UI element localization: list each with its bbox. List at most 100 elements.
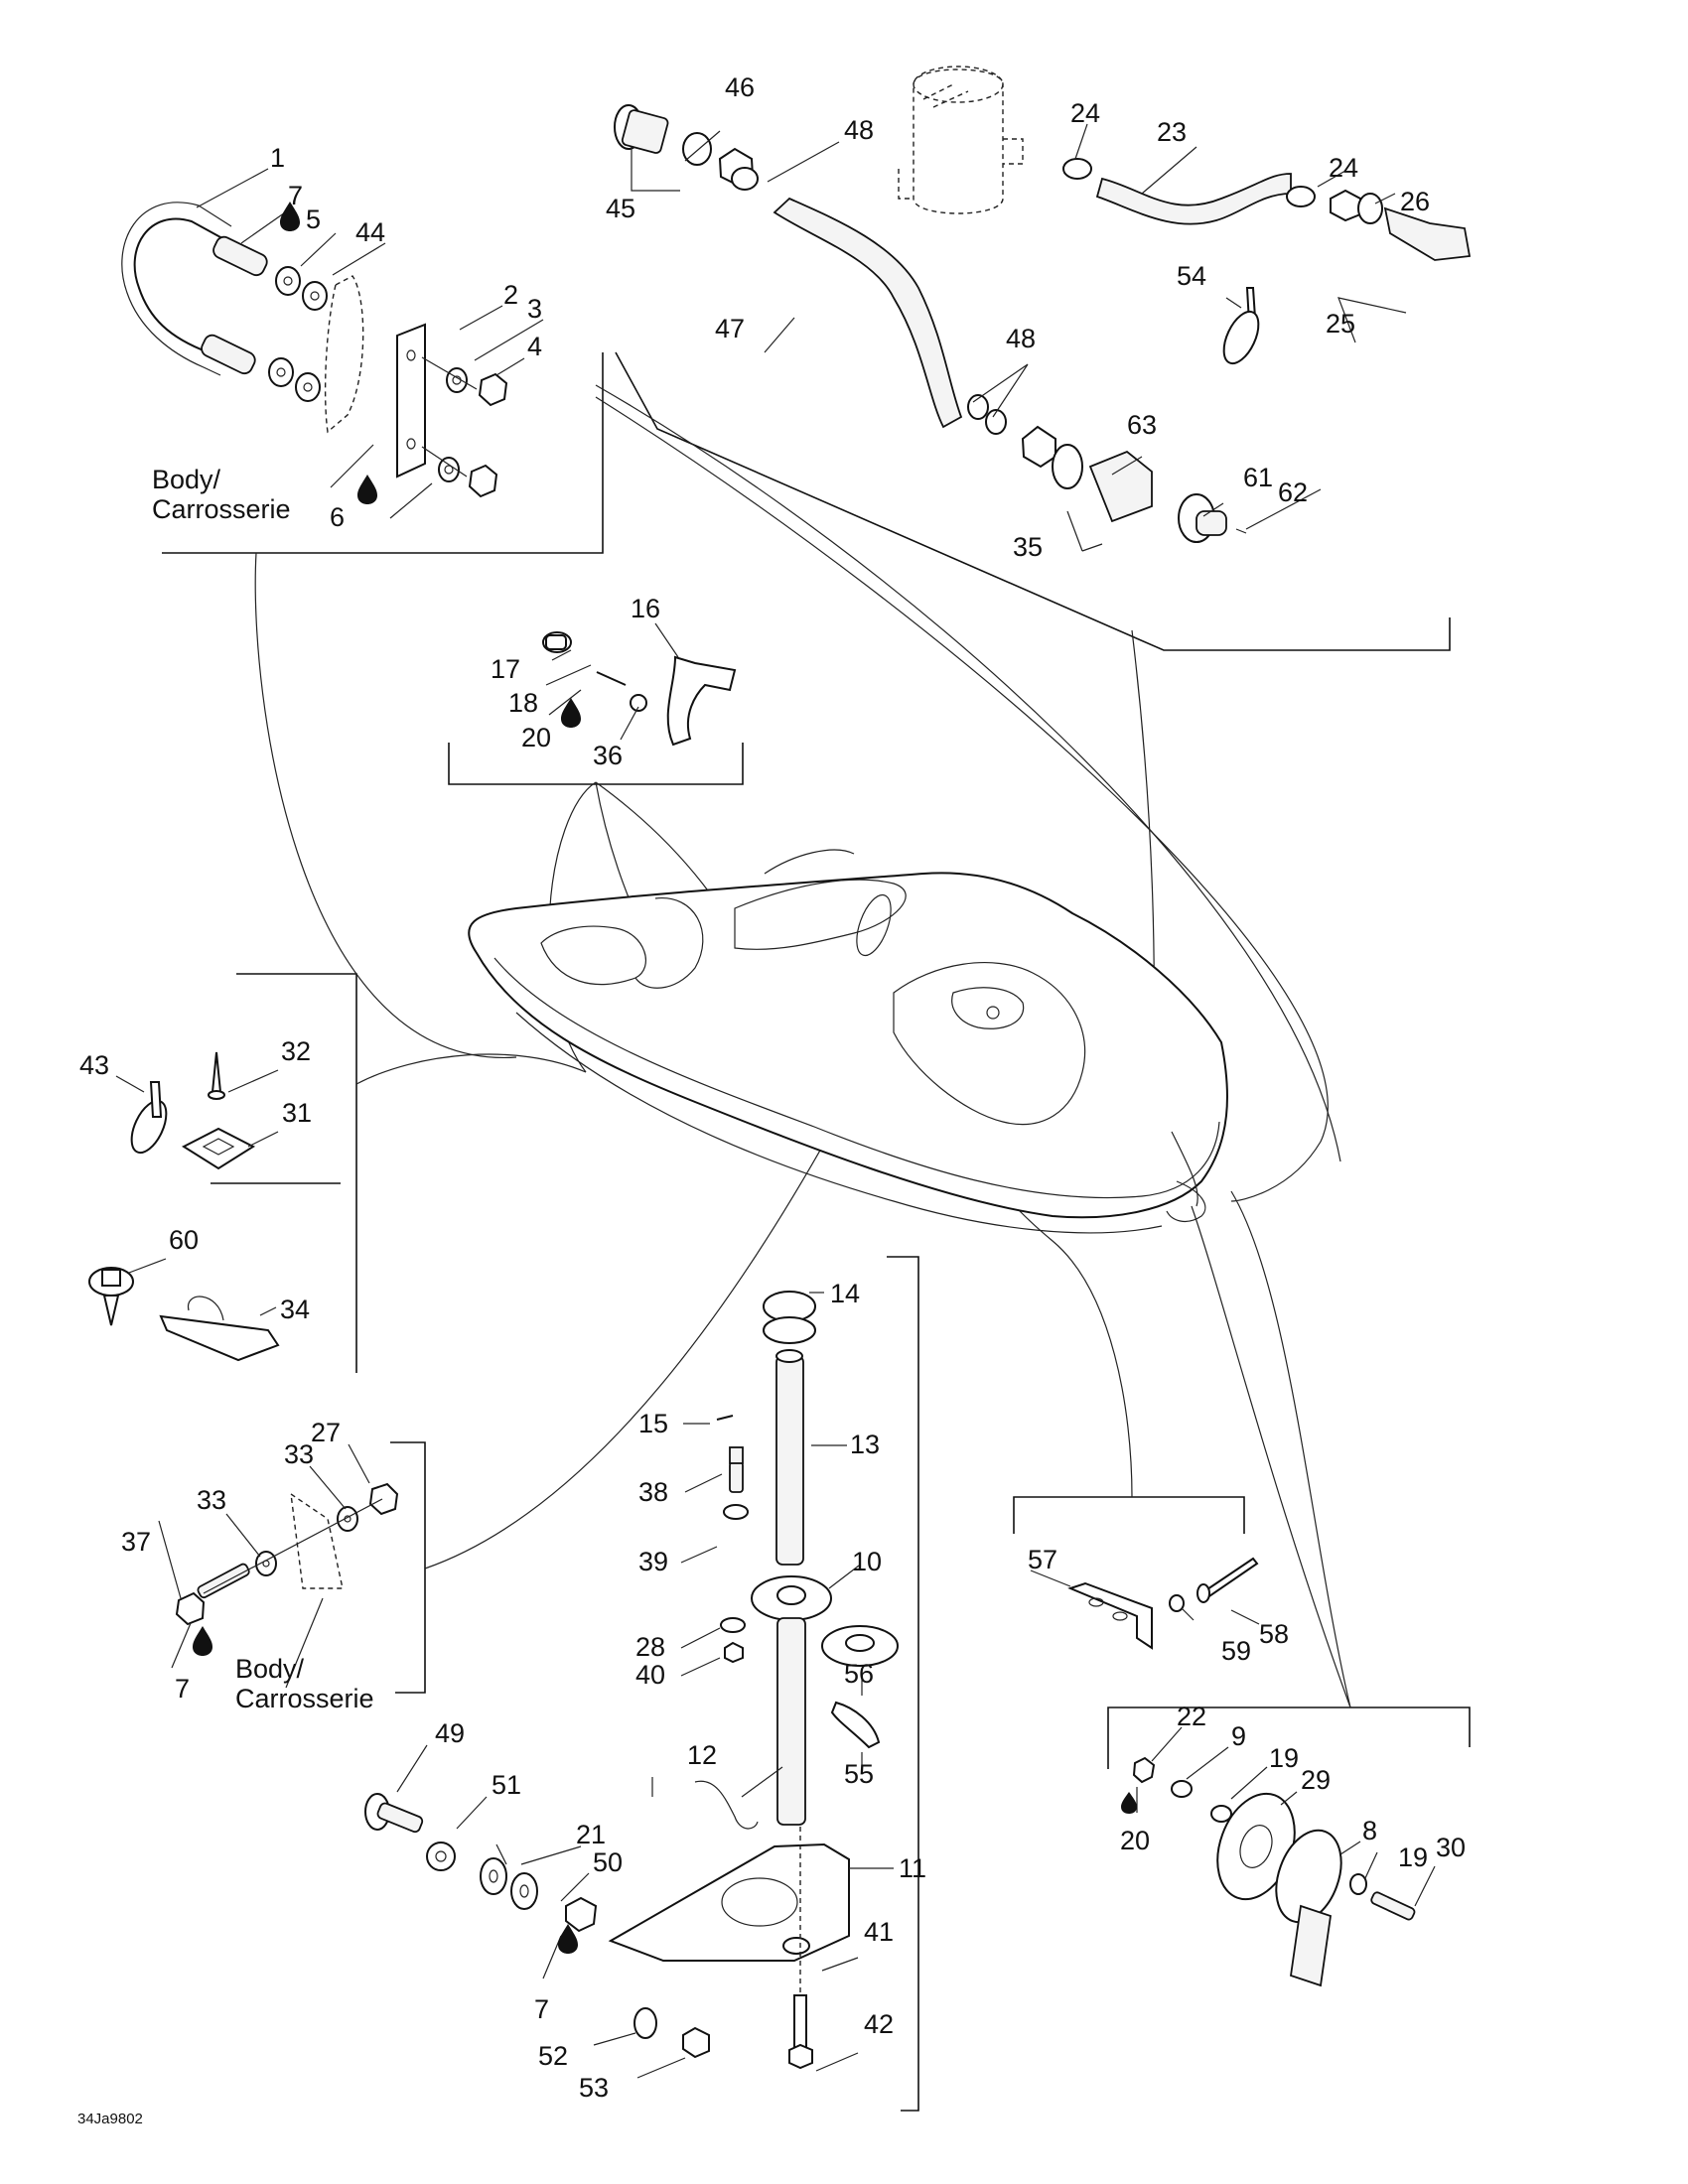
label-46: 46 bbox=[725, 72, 755, 102]
sealant-drop-icon bbox=[561, 698, 581, 728]
part-backing-plate bbox=[396, 323, 508, 498]
label-57: 57 bbox=[1028, 1545, 1057, 1574]
label-39: 39 bbox=[638, 1547, 668, 1576]
leader-lines bbox=[115, 123, 1436, 2079]
label-5: 5 bbox=[306, 205, 321, 234]
sealant-drop-icon bbox=[357, 475, 377, 504]
frame-body-bolt bbox=[390, 1441, 426, 1694]
label-41: 41 bbox=[864, 1917, 894, 1947]
frame-hoses bbox=[615, 351, 1451, 651]
label-17: 17 bbox=[491, 654, 520, 684]
label-60: 60 bbox=[169, 1225, 199, 1255]
label-20: 20 bbox=[521, 723, 551, 752]
frame-drain-plug bbox=[1107, 1706, 1471, 1769]
label-49: 49 bbox=[435, 1718, 465, 1748]
sealant-drop-icons bbox=[193, 202, 1137, 1954]
label-14: 14 bbox=[830, 1279, 860, 1308]
sealant-drop-icon bbox=[193, 1626, 212, 1656]
label-16: 16 bbox=[631, 594, 660, 623]
body-note-2-line1: Body/ bbox=[235, 1654, 305, 1684]
label-56: 56 bbox=[844, 1659, 874, 1689]
frame-bracket bbox=[1013, 1496, 1245, 1534]
label-4: 4 bbox=[527, 332, 542, 361]
label-36: 36 bbox=[593, 741, 623, 770]
label-8: 8 bbox=[1362, 1816, 1377, 1845]
label-18: 18 bbox=[508, 688, 538, 718]
label-1: 1 bbox=[270, 143, 285, 173]
group-frames bbox=[162, 351, 1471, 2112]
label-10: 10 bbox=[852, 1547, 882, 1576]
label-19a: 19 bbox=[1269, 1743, 1299, 1773]
label-31: 31 bbox=[282, 1098, 312, 1128]
frame-post bbox=[887, 1256, 919, 2112]
label-58: 58 bbox=[1259, 1619, 1289, 1649]
label-29: 29 bbox=[1301, 1765, 1331, 1795]
label-15: 15 bbox=[638, 1409, 668, 1438]
label-55: 55 bbox=[844, 1759, 874, 1789]
label-50: 50 bbox=[593, 1847, 623, 1877]
label-63: 63 bbox=[1127, 410, 1157, 440]
label-33a: 33 bbox=[284, 1439, 314, 1469]
label-19b: 19 bbox=[1398, 1843, 1428, 1872]
label-28: 28 bbox=[635, 1632, 665, 1662]
part-drain-fitting-1 bbox=[614, 104, 1247, 543]
label-52: 52 bbox=[538, 2041, 568, 2071]
label-23: 23 bbox=[1157, 117, 1187, 147]
part-bilge-pump bbox=[898, 66, 1472, 365]
label-48b: 48 bbox=[1006, 324, 1036, 353]
figure-code: 34Ja9802 bbox=[77, 2111, 143, 2127]
label-22: 22 bbox=[1177, 1702, 1206, 1731]
label-34: 34 bbox=[280, 1295, 310, 1324]
label-6: 6 bbox=[330, 502, 345, 532]
label-21: 21 bbox=[576, 1820, 606, 1849]
part-bumper bbox=[542, 631, 737, 747]
label-59: 59 bbox=[1221, 1636, 1251, 1666]
label-33b: 33 bbox=[197, 1485, 226, 1515]
label-37: 37 bbox=[121, 1527, 151, 1557]
sealant-drop-icon bbox=[558, 1924, 578, 1954]
label-35: 35 bbox=[1013, 532, 1043, 562]
frame-ubolt bbox=[162, 352, 604, 554]
label-61: 61 bbox=[1243, 463, 1273, 492]
label-27: 27 bbox=[311, 1418, 341, 1447]
sealant-drop-icon bbox=[1121, 1792, 1137, 1814]
label-13: 13 bbox=[850, 1430, 880, 1459]
part-u-bolt bbox=[121, 202, 364, 434]
label-12: 12 bbox=[687, 1740, 717, 1770]
label-26: 26 bbox=[1400, 187, 1430, 216]
sealant-drop-icon bbox=[280, 202, 300, 231]
label-51: 51 bbox=[492, 1770, 521, 1800]
label-40: 40 bbox=[635, 1660, 665, 1690]
label-30: 30 bbox=[1436, 1833, 1466, 1862]
part-labels: 1 7 5 44 2 3 4 6 Body/ Carrosserie 46 48… bbox=[77, 72, 1466, 2127]
part-bracket bbox=[1067, 1557, 1259, 1650]
label-11: 11 bbox=[899, 1853, 926, 1883]
body-note-1-line1: Body/ bbox=[152, 465, 221, 494]
label-45: 45 bbox=[606, 194, 635, 223]
label-25: 25 bbox=[1326, 309, 1355, 339]
label-2: 2 bbox=[503, 280, 518, 310]
label-7b: 7 bbox=[175, 1674, 190, 1704]
part-fasteners bbox=[88, 1051, 280, 1362]
label-24b: 24 bbox=[1329, 153, 1358, 183]
label-47: 47 bbox=[715, 314, 745, 343]
label-43: 43 bbox=[79, 1050, 109, 1080]
label-7c: 7 bbox=[534, 1994, 549, 2024]
body-note-2-line2: Carrosserie bbox=[235, 1684, 374, 1713]
label-38: 38 bbox=[638, 1477, 668, 1507]
label-32: 32 bbox=[281, 1036, 311, 1066]
part-drain-plug bbox=[1132, 1756, 1416, 1987]
label-20b: 20 bbox=[1120, 1826, 1150, 1855]
hull-illustration bbox=[468, 849, 1228, 1234]
part-body-bolt bbox=[175, 1482, 399, 1626]
label-53: 53 bbox=[579, 2073, 609, 2103]
label-42: 42 bbox=[864, 2009, 894, 2039]
part-steering-post bbox=[608, 1291, 899, 2070]
label-44: 44 bbox=[355, 217, 385, 247]
label-3: 3 bbox=[527, 294, 542, 324]
part-plate-bolt bbox=[364, 1793, 710, 2059]
label-9: 9 bbox=[1231, 1721, 1246, 1751]
label-7: 7 bbox=[288, 181, 303, 210]
